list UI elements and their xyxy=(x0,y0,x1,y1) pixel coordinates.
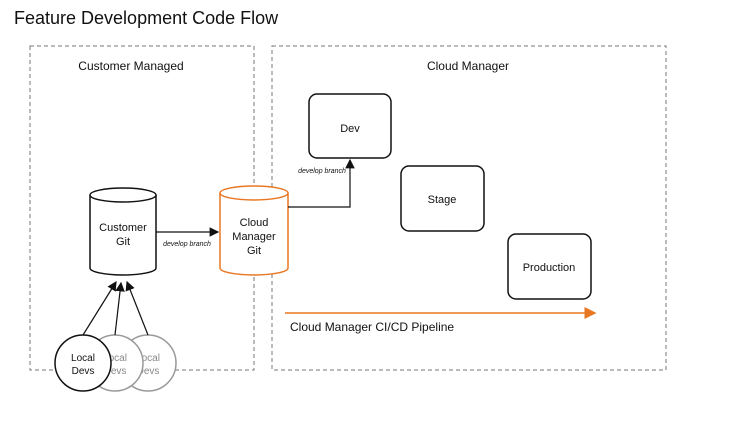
local-devs-3-line1: Local xyxy=(136,353,160,364)
production-label: Production xyxy=(523,262,576,274)
local-devs-2-line2: Devs xyxy=(104,366,127,377)
local-devs-3-arrow xyxy=(125,280,149,336)
cloud-to-dev-arrow xyxy=(288,158,355,208)
cloud-git-label-line1: Cloud xyxy=(240,217,269,229)
local-devs-1-arrow xyxy=(82,280,117,336)
customer-git-node: Customer Git xyxy=(89,187,157,276)
local-devs-3-line2: Devs xyxy=(137,366,160,377)
page-title: Feature Development Code Flow xyxy=(14,8,279,28)
local-devs-1-line1: Local xyxy=(71,353,95,364)
local-devs-1-line2: Devs xyxy=(72,366,95,377)
cloud-git-label-line3: Git xyxy=(247,245,261,257)
dev-node: Dev xyxy=(308,93,392,159)
customer-git-label-line2: Git xyxy=(116,236,130,248)
customer-to-cloud-edge-label: develop branch xyxy=(163,241,211,248)
customer-managed-label: Customer Managed xyxy=(78,59,183,73)
cloud-manager-git-node: Cloud Manager Git xyxy=(219,185,289,276)
customer-git-label-line1: Customer xyxy=(99,222,147,234)
stage-label: Stage xyxy=(428,194,457,206)
dev-label: Dev xyxy=(340,123,360,135)
local-devs-node-1: Local Devs xyxy=(54,334,112,392)
cloud-to-dev-edge-label: develop branch xyxy=(298,168,346,175)
pipeline-label: Cloud Manager CI/CD Pipeline xyxy=(290,320,454,334)
cloud-manager-label: Cloud Manager xyxy=(427,59,509,73)
cloud-git-label-line2: Manager xyxy=(232,231,276,243)
local-devs-2-line1: Local xyxy=(103,353,127,364)
production-node: Production xyxy=(507,233,592,300)
stage-node: Stage xyxy=(400,165,485,232)
local-devs-2-arrow xyxy=(114,281,125,336)
